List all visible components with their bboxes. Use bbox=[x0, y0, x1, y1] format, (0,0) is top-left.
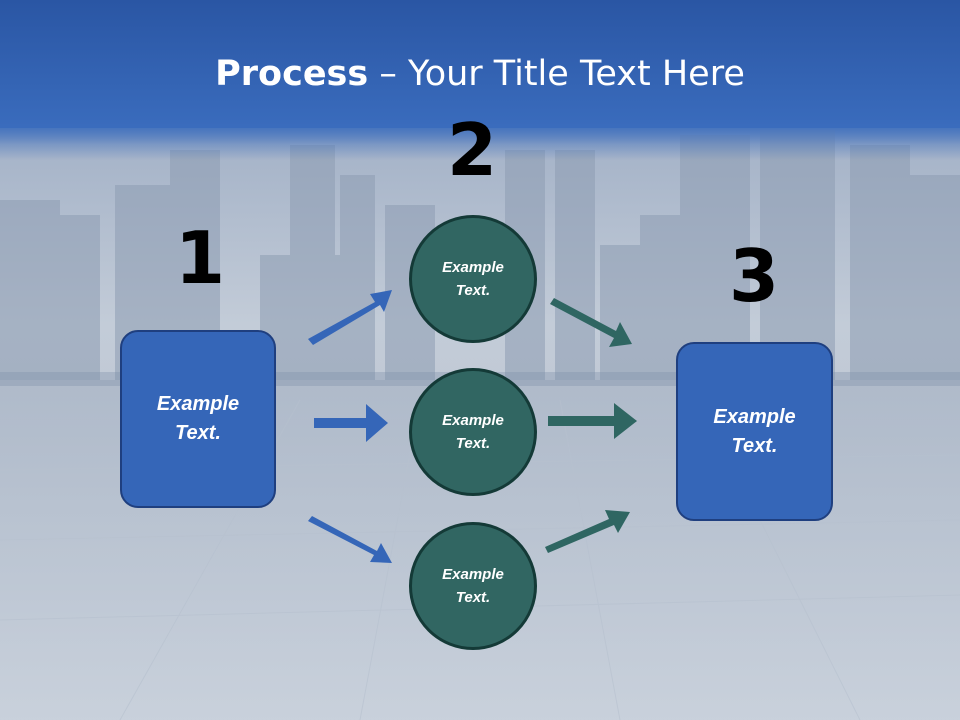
arrow-circle-bottom-to-box bbox=[545, 510, 630, 553]
process-circle-bottom: Example Text. bbox=[409, 522, 537, 650]
process-box-start: Example Text. bbox=[120, 330, 276, 508]
circle-middle-line2: Text. bbox=[455, 435, 491, 452]
arrow-box-to-circle-top bbox=[308, 290, 392, 345]
circle-top-line1: Example bbox=[442, 259, 504, 276]
step-number-1: 1 bbox=[174, 216, 226, 300]
process-circle-top: Example Text. bbox=[409, 215, 537, 343]
arrow-circle-middle-to-box bbox=[548, 403, 637, 439]
box-start-line1: Example bbox=[156, 393, 240, 415]
circle-bottom-line1: Example bbox=[442, 566, 504, 583]
circle-bottom-line2: Text. bbox=[455, 589, 491, 606]
circle-top-line2: Text. bbox=[455, 282, 491, 299]
box-end-line2: Text. bbox=[731, 434, 778, 457]
process-circle-middle: Example Text. bbox=[409, 368, 537, 496]
arrow-group-right bbox=[545, 298, 637, 553]
step-number-3: 3 bbox=[728, 234, 780, 318]
arrow-circle-top-to-box bbox=[550, 298, 632, 347]
title-bold: Process bbox=[215, 54, 369, 94]
arrow-box-to-circle-middle bbox=[314, 404, 388, 442]
title-rest: – Your Title Text Here bbox=[368, 54, 745, 94]
process-box-end: Example Text. bbox=[676, 342, 833, 521]
arrow-box-to-circle-bottom bbox=[308, 516, 392, 563]
box-end-line1: Example bbox=[713, 405, 796, 428]
arrow-group-left bbox=[308, 290, 392, 563]
step-number-2: 2 bbox=[446, 108, 498, 192]
box-start-line2: Text. bbox=[175, 422, 221, 444]
slide-title: Process – Your Title Text Here bbox=[0, 52, 960, 96]
circle-middle-line1: Example bbox=[442, 412, 504, 429]
